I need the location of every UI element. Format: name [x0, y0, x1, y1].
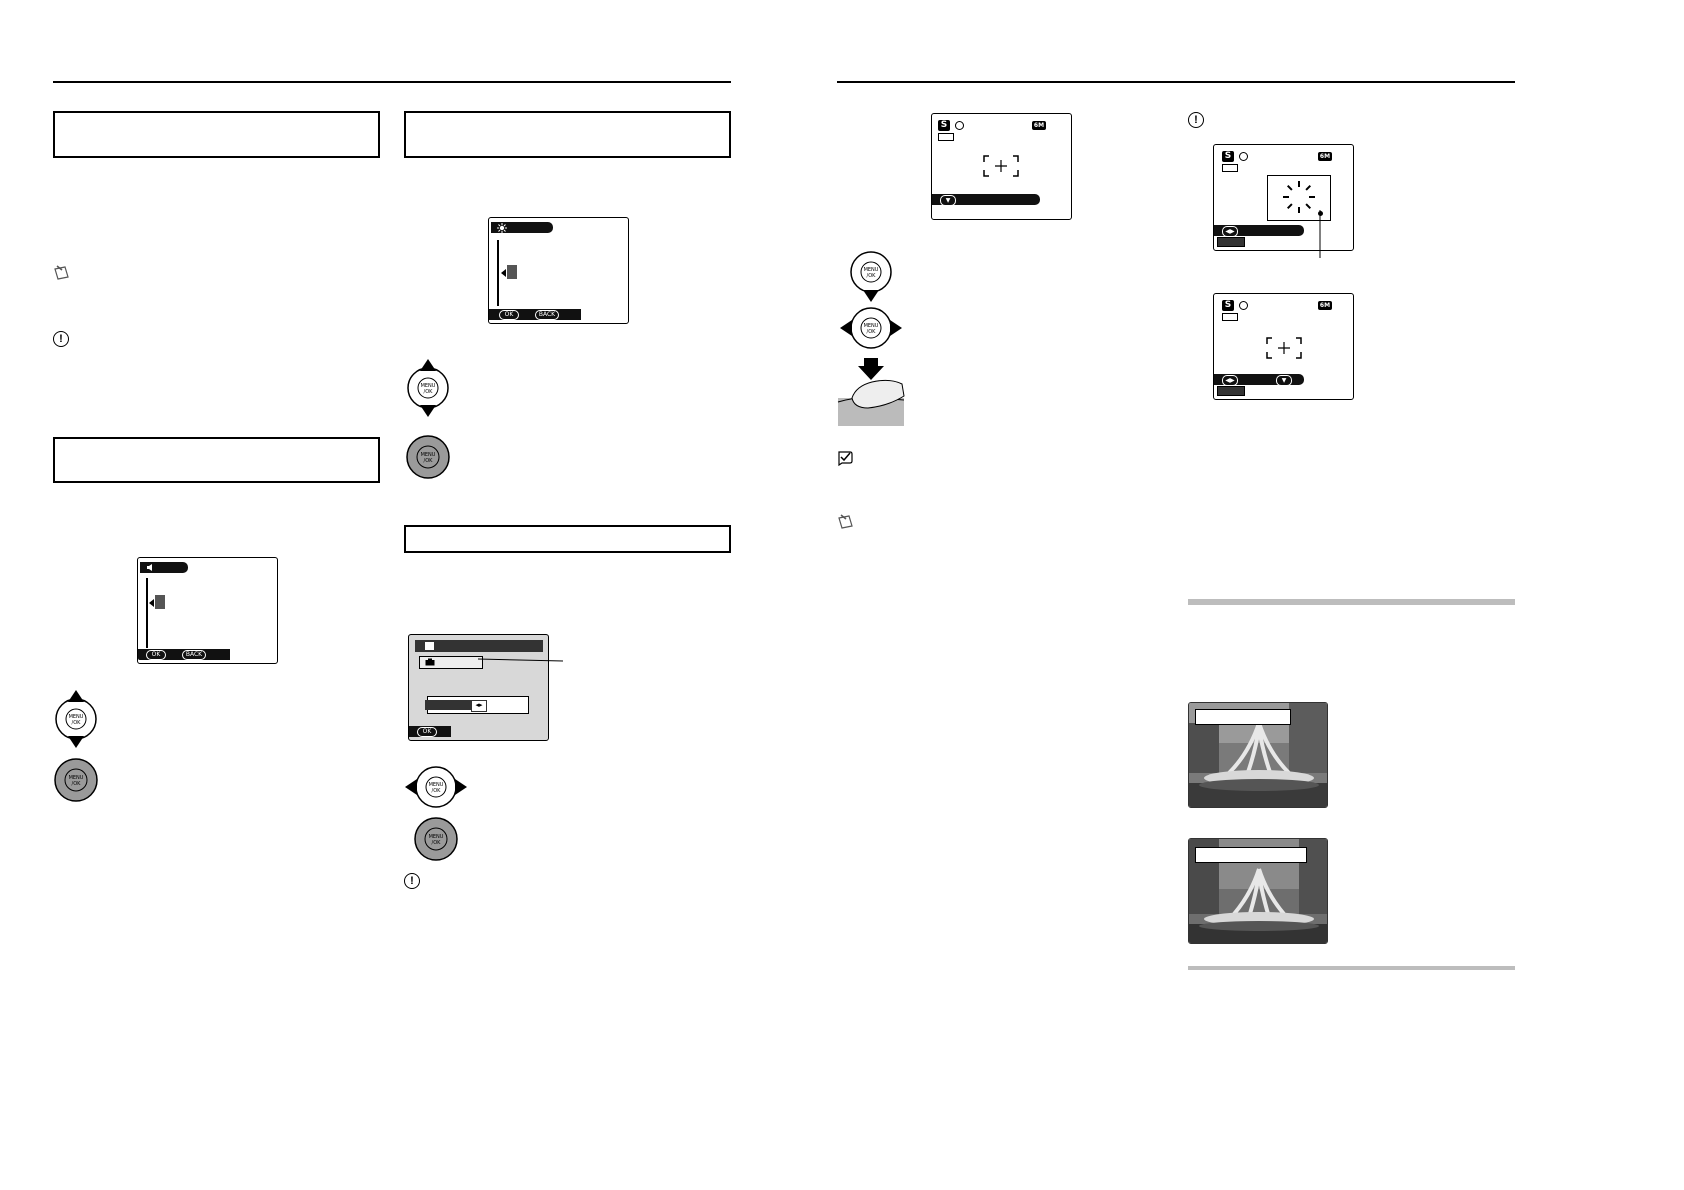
lcd-bottom-bar — [932, 194, 1040, 205]
svg-text:MENU: MENU — [864, 267, 879, 273]
section-heading-box-3 — [53, 437, 380, 483]
lcd-shooting-screen-1: S 6M ▼ — [931, 113, 1072, 220]
menu-ok-pad-icon[interactable]: MENU /OK — [405, 434, 451, 480]
gray-divider-bottom — [1188, 966, 1515, 970]
photo-label-box — [1195, 709, 1291, 725]
lcd-shooting-screen-2: S 6M ◀▶ ▼ — [1213, 293, 1354, 400]
shooting-mode-badge: S — [1222, 300, 1234, 311]
lcd-lower-box — [1217, 237, 1245, 247]
volume-icon — [147, 564, 152, 571]
fountain-photo-2 — [1188, 838, 1328, 944]
lcd-level-pointer — [149, 599, 154, 607]
battery-icon — [1222, 313, 1238, 321]
ok-label: OK — [417, 727, 437, 737]
section-heading-box-2 — [404, 111, 731, 158]
shooting-mode-badge: S — [1222, 151, 1234, 162]
lcd-level-scale — [497, 240, 499, 306]
ok-label: OK — [146, 650, 166, 660]
svg-text:MENU: MENU — [69, 714, 84, 720]
lcd-header-tab — [425, 642, 434, 650]
image-quality-badge: 6M — [1032, 121, 1046, 130]
svg-text:/OK: /OK — [432, 840, 442, 846]
up-down-pad-icon[interactable]: MENU /OK — [53, 690, 99, 748]
lcd-volume-screen: OK BACK — [137, 557, 278, 664]
memo-icon — [54, 265, 69, 280]
lcd-focus-warning-screen: S 6M ◀▶ — [1213, 144, 1354, 251]
down-arrow-button-icon: ▼ — [1276, 375, 1292, 386]
flash-icon — [955, 121, 964, 130]
shooting-mode-badge: S — [938, 120, 950, 131]
svg-text:MENU: MENU — [864, 323, 879, 329]
svg-text:MENU: MENU — [421, 383, 436, 389]
callout-line — [1319, 210, 1321, 258]
lcd-brightness-screen: OK BACK — [488, 217, 629, 324]
brightness-icon — [497, 223, 507, 233]
lcd-option-selected — [425, 700, 483, 710]
image-quality-badge: 6M — [1318, 152, 1332, 161]
up-down-pad-icon[interactable]: MENU /OK — [405, 359, 451, 417]
left-right-button-icon: ◀▶ — [1222, 226, 1238, 237]
lcd-option-arrows: ◂▸ — [471, 700, 487, 712]
svg-text:/OK: /OK — [432, 788, 442, 794]
left-page-top-rule — [53, 81, 731, 83]
focus-warning-frame — [1267, 175, 1331, 221]
fountain-photo-1 — [1188, 702, 1328, 808]
shutter-press-icon — [837, 358, 905, 426]
svg-text:/OK: /OK — [424, 389, 434, 395]
gray-divider-top — [1188, 599, 1515, 605]
flash-icon — [1239, 301, 1248, 310]
right-page-top-rule — [837, 81, 1515, 83]
svg-text:/OK: /OK — [72, 720, 82, 726]
left-right-pad-icon[interactable]: MENU /OK — [840, 305, 902, 351]
back-label: BACK — [182, 650, 206, 660]
image-quality-badge: 6M — [1318, 301, 1332, 310]
left-right-button-icon: ◀▶ — [1222, 375, 1238, 386]
camera-icon — [425, 658, 435, 666]
section-heading-box-4 — [404, 525, 731, 553]
lcd-level-pointer — [501, 269, 506, 277]
svg-text:/OK: /OK — [867, 329, 877, 335]
section-heading-box-1 — [53, 111, 380, 158]
lcd-level-indicator — [155, 595, 165, 609]
menu-ok-pad-icon[interactable]: MENU /OK — [413, 816, 459, 862]
lcd-bottom-bar — [1214, 374, 1304, 385]
af-busy-icon — [1283, 181, 1315, 213]
svg-text:/OK: /OK — [867, 273, 877, 279]
menu-ok-pad-icon[interactable]: MENU /OK — [53, 757, 99, 803]
check-icon — [838, 451, 853, 467]
left-right-pad-icon[interactable]: MENU /OK — [405, 764, 467, 810]
ok-label: OK — [499, 310, 519, 320]
lcd-level-indicator — [507, 265, 517, 279]
lcd-setup-screen: ◂▸ OK — [408, 634, 549, 741]
photo-label-box — [1195, 847, 1307, 863]
svg-text:/OK: /OK — [424, 458, 434, 464]
lcd-bottom-bar — [1214, 225, 1304, 236]
notice-icon: ! — [1188, 112, 1204, 128]
lcd-title-bar — [140, 562, 188, 573]
battery-icon — [1222, 164, 1238, 172]
memo-icon — [838, 514, 853, 529]
lcd-title-bar — [491, 222, 553, 233]
lcd-bottom-bar — [409, 726, 451, 737]
svg-text:MENU: MENU — [69, 775, 84, 781]
svg-text:/OK: /OK — [72, 781, 82, 787]
svg-text:MENU: MENU — [429, 834, 444, 840]
svg-text:MENU: MENU — [421, 452, 436, 458]
focus-frame-icon — [1266, 337, 1302, 359]
lcd-lower-box — [1217, 386, 1245, 396]
back-label: BACK — [535, 310, 559, 320]
lcd-menu-header — [415, 640, 543, 652]
down-pad-icon[interactable]: MENU /OK — [848, 250, 894, 302]
battery-icon — [938, 133, 954, 141]
lcd-menu-row — [419, 656, 483, 669]
flash-icon — [1239, 152, 1248, 161]
down-arrow-button-icon: ▼ — [940, 195, 956, 206]
lcd-level-scale — [146, 578, 148, 648]
svg-text:MENU: MENU — [429, 782, 444, 788]
notice-icon: ! — [53, 331, 69, 347]
callout-line — [477, 658, 564, 662]
focus-frame-icon — [983, 155, 1019, 177]
notice-icon: ! — [404, 873, 420, 889]
